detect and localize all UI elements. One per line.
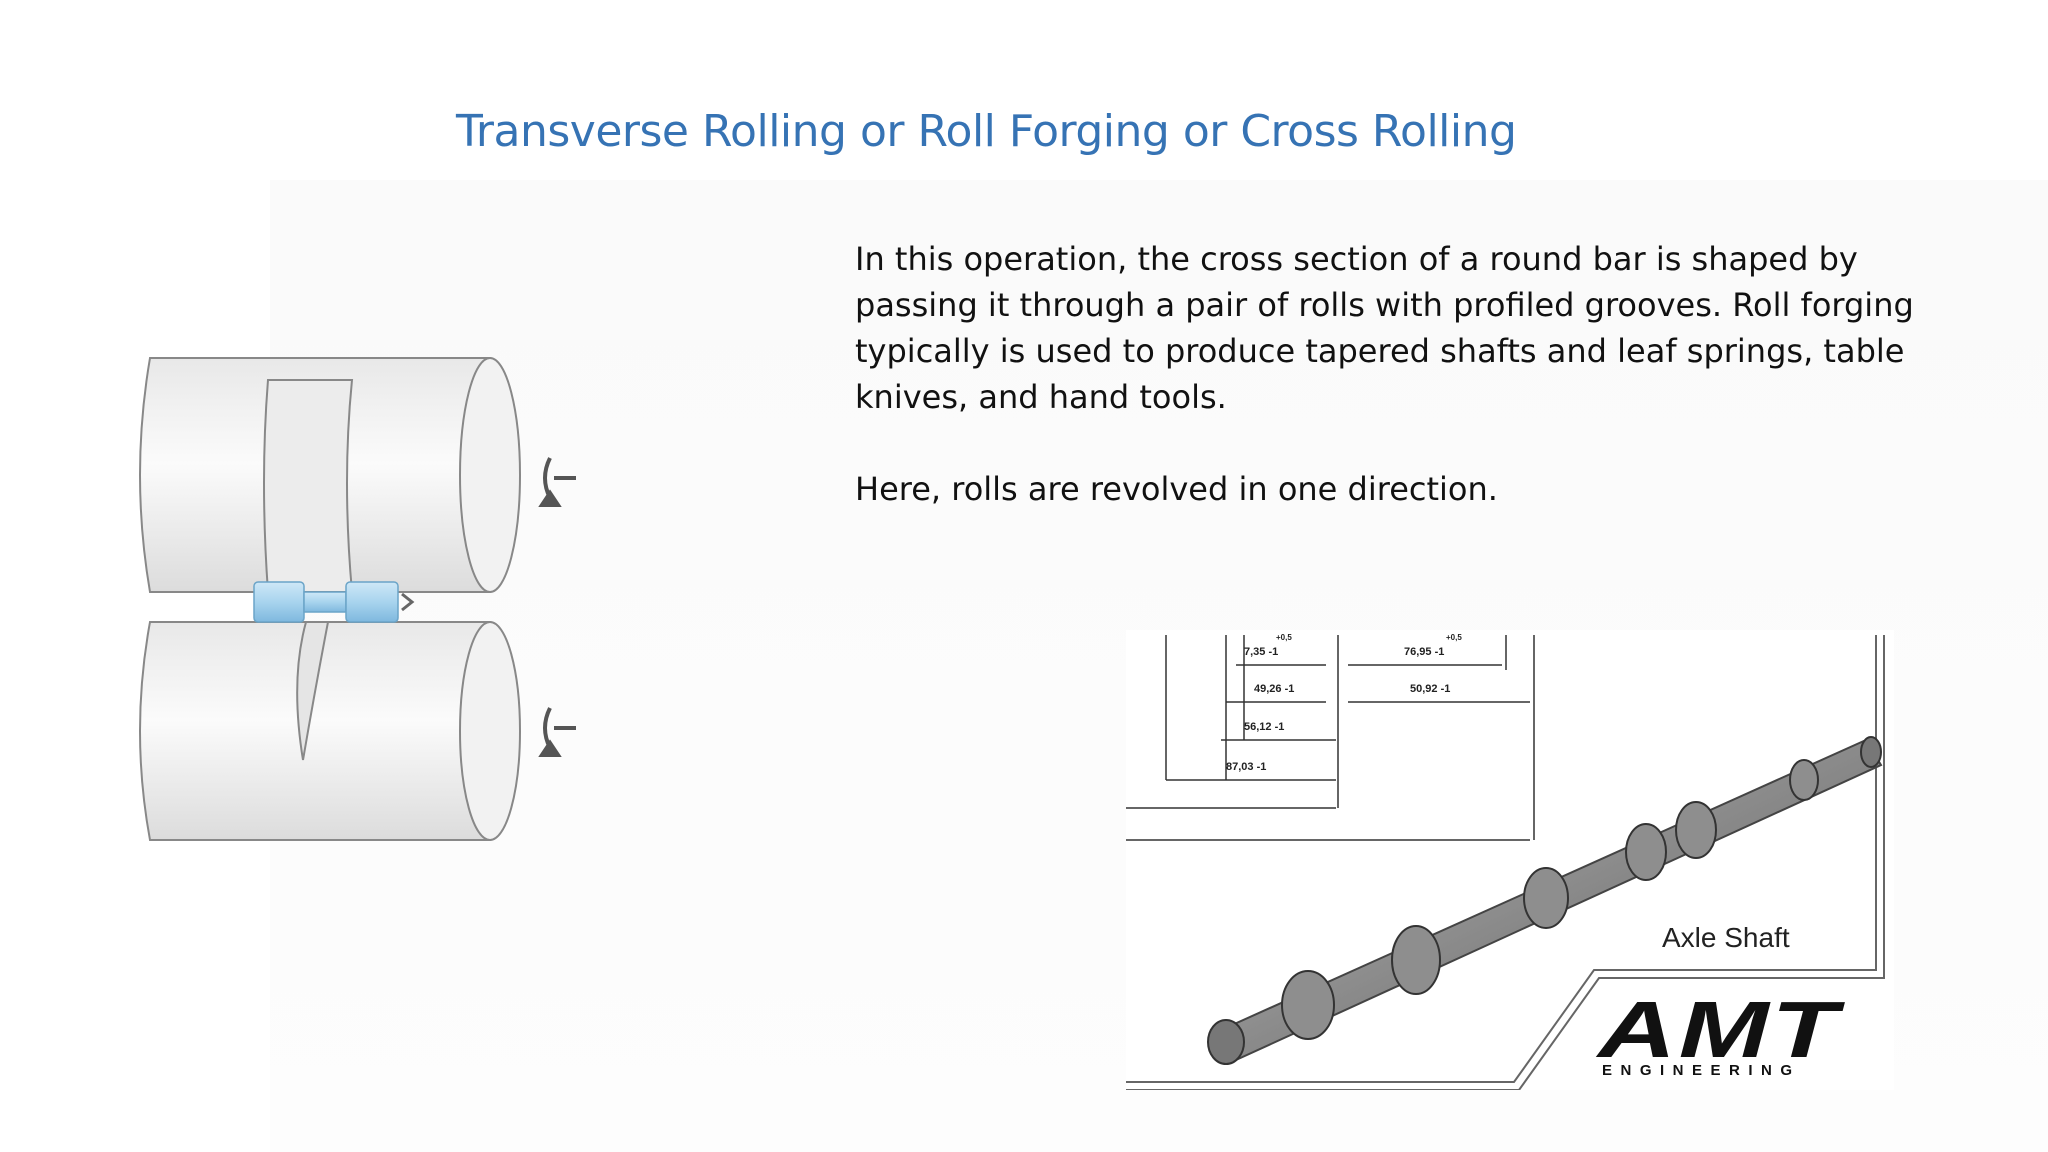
- amt-logo-subtitle: ENGINEERING: [1602, 1062, 1801, 1079]
- direction-note: Here, rolls are revolved in one directio…: [855, 470, 1498, 508]
- description-paragraph: In this operation, the cross section of …: [855, 240, 1914, 416]
- workpiece-bar: [253, 581, 415, 623]
- body-text: In this operation, the cross section of …: [855, 236, 1975, 512]
- dim-label: 76,95 -1: [1404, 646, 1444, 658]
- rotation-arrow-icon: [538, 457, 576, 507]
- amt-logo: AMT: [1598, 985, 1841, 1074]
- dimension-labels: 7,35 -1 76,95 -1 49,26 -1 50,92 -1 56,12…: [1226, 633, 1462, 773]
- tolerance-label: +0,5: [1276, 633, 1292, 642]
- shaft-caption: Axle Shaft: [1662, 922, 1790, 953]
- axle-shaft-body: [1207, 736, 1883, 1065]
- slide-title: Transverse Rolling or Roll Forging or Cr…: [456, 106, 1517, 157]
- rotation-arrow-icon-lower: [538, 707, 576, 757]
- roll-forging-diagram: [139, 357, 576, 841]
- tolerance-label: +0,5: [1446, 633, 1462, 642]
- dim-label: 49,26 -1: [1254, 683, 1294, 695]
- dim-label: 56,12 -1: [1244, 721, 1284, 733]
- dim-label: 7,35 -1: [1244, 646, 1278, 658]
- dimension-lines: [1126, 635, 1535, 841]
- dim-label: 87,03 -1: [1226, 761, 1266, 773]
- axle-shaft-drawing: 7,35 -1 76,95 -1 49,26 -1 50,92 -1 56,12…: [1126, 633, 1885, 1091]
- lower-roll: [139, 621, 521, 841]
- axle-shaft-figure: 7,35 -1 76,95 -1 49,26 -1 50,92 -1 56,12…: [1126, 630, 1894, 1091]
- dim-label: 50,92 -1: [1410, 683, 1450, 695]
- upper-roll: [139, 357, 521, 593]
